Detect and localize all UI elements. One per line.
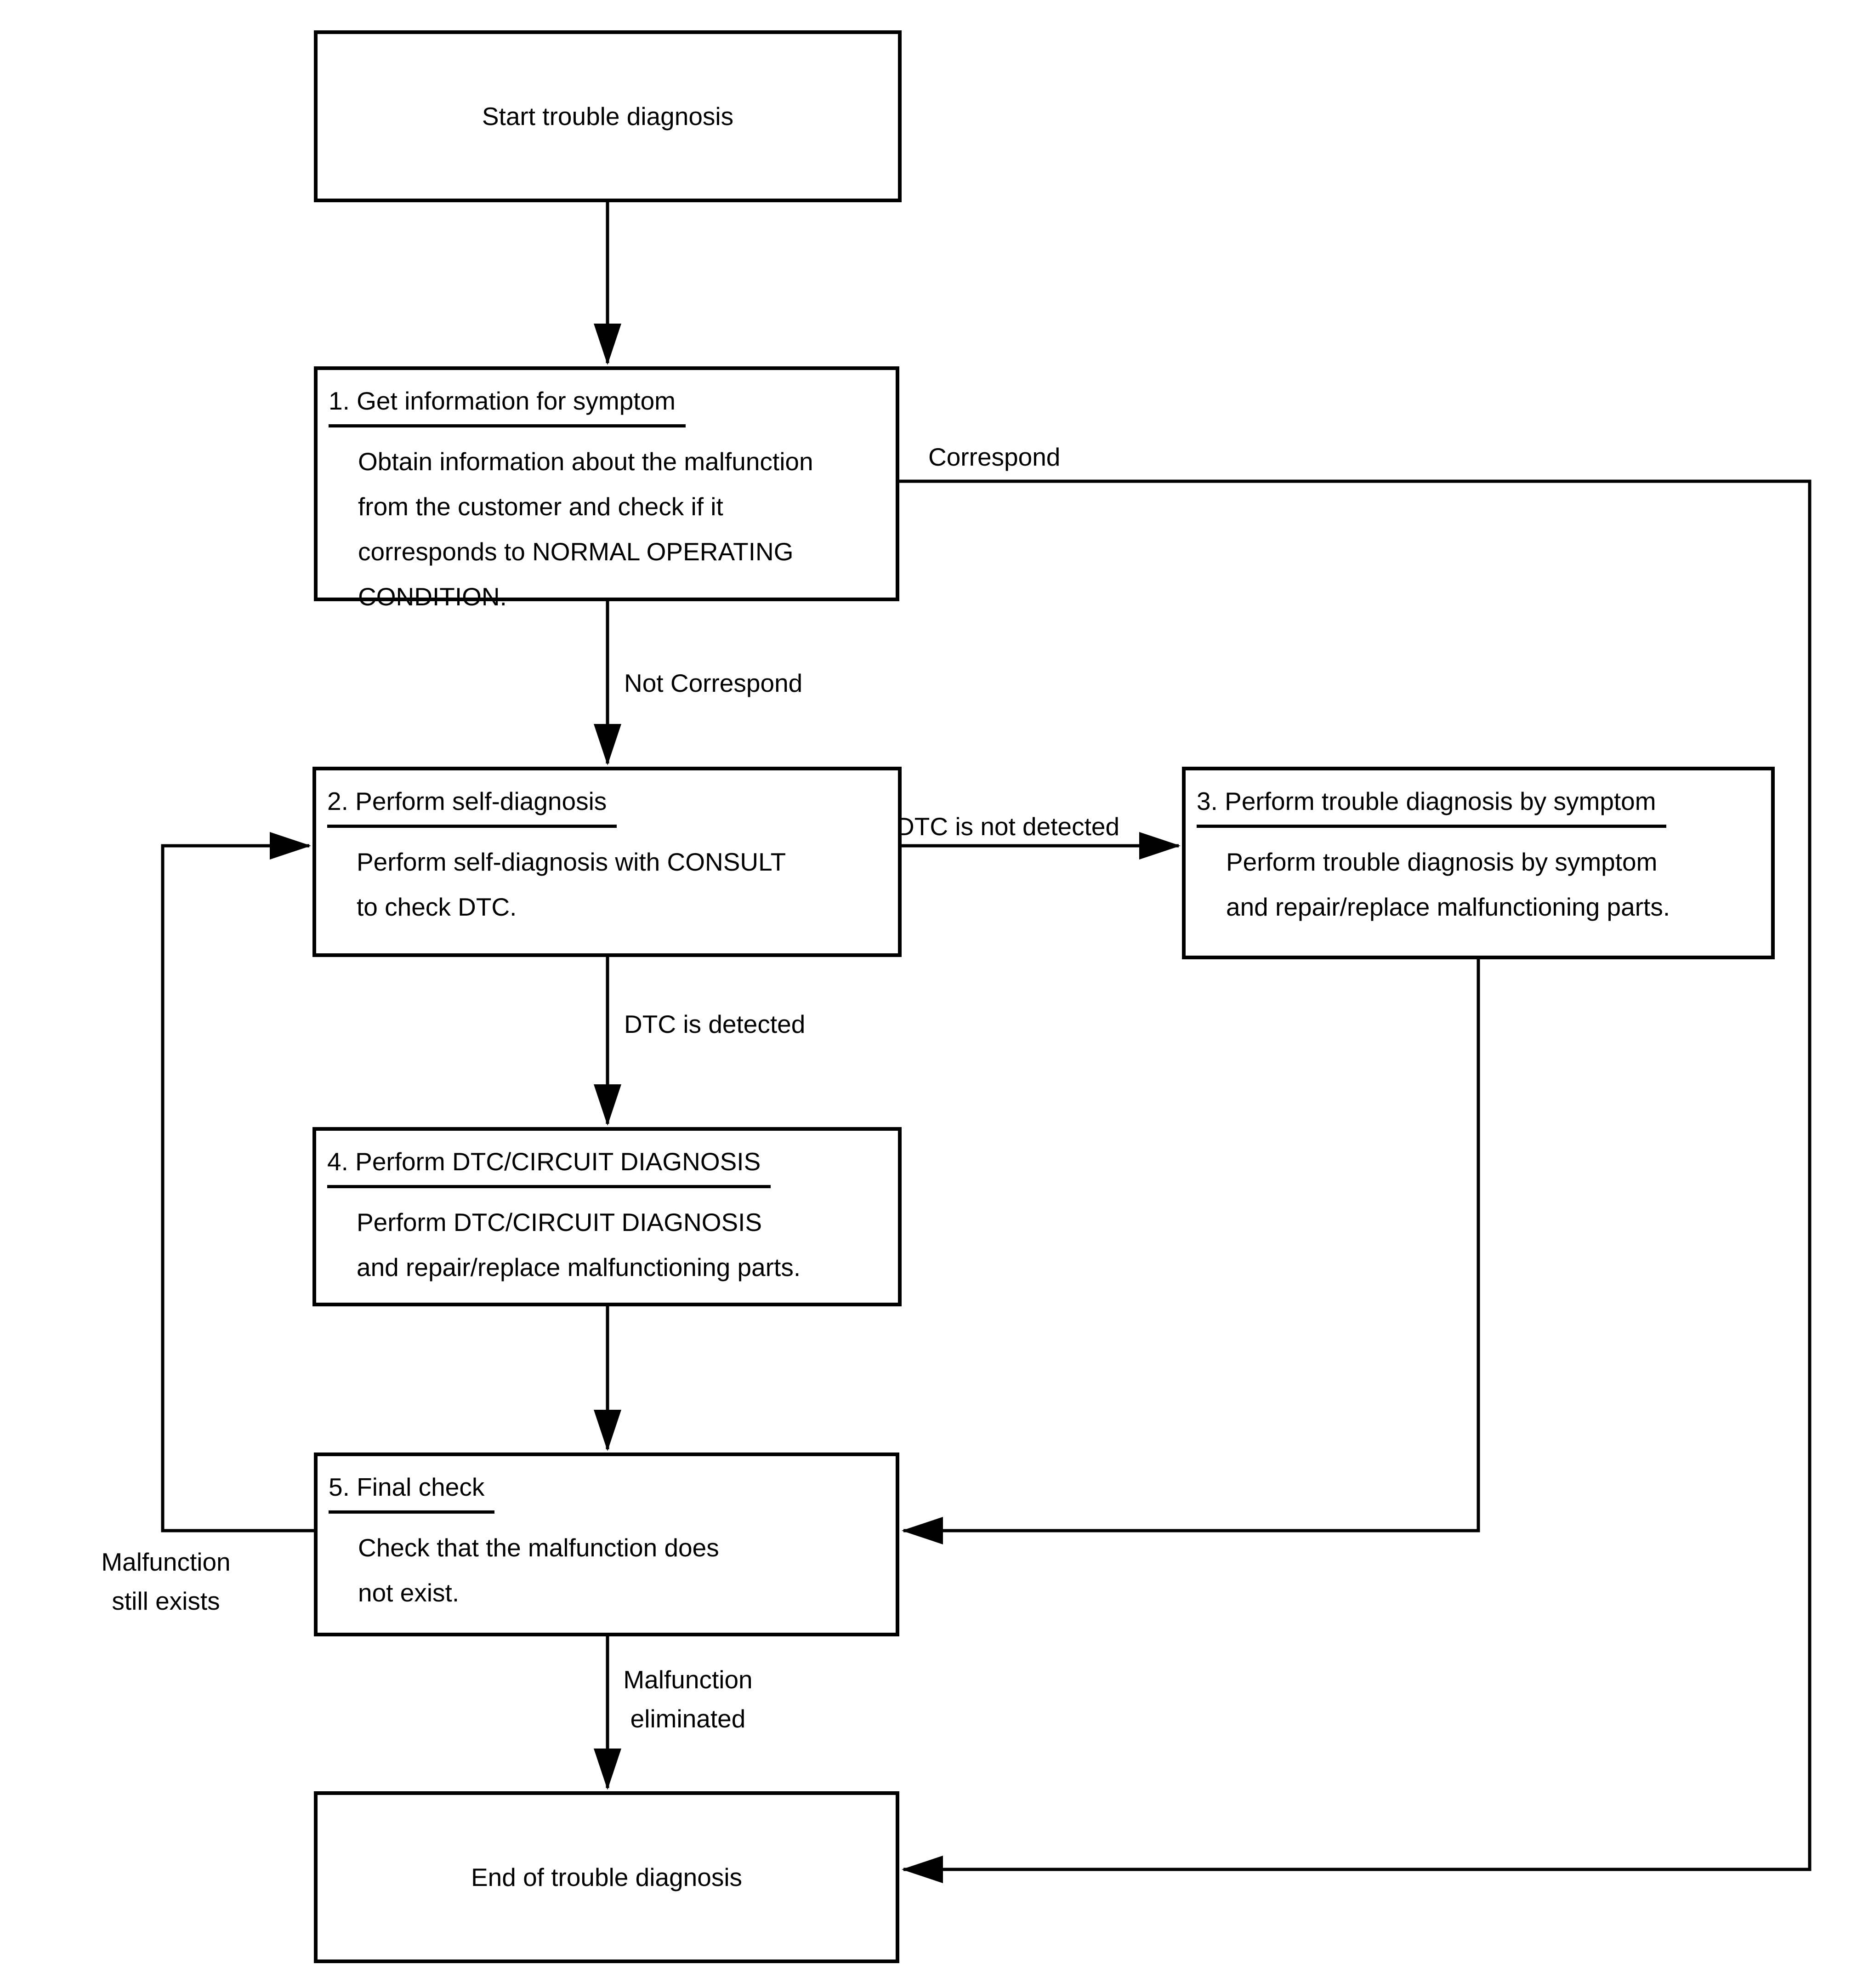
node-step3-diagnosis-by-symptom: 3. Perform trouble diagnosis by symptom … (1182, 767, 1775, 959)
node-step4-heading-text: 4. Perform DTC/CIRCUIT DIAGNOSIS (327, 1146, 771, 1188)
node-step5-body: Check that the malfunction does not exis… (358, 1533, 719, 1607)
node-start-label: Start trouble diagnosis (482, 102, 734, 131)
edge-label-malfunction-still-exists: Malfunction still exists (101, 1548, 231, 1616)
node-step2-body: Perform self-diagnosis with CONSULT to c… (357, 848, 786, 921)
edge-step3-to-step5 (902, 959, 1480, 1544)
edge-label-dtc-not-detected: DTC is not detected (896, 812, 1120, 841)
node-step1-heading-text: 1. Get information for symptom (329, 386, 686, 427)
node-step3-heading-text: 3. Perform trouble diagnosis by symptom (1197, 786, 1666, 828)
node-step3-heading: 3. Perform trouble diagnosis by symptom (1197, 786, 1771, 828)
edge-label-malfunction-eliminated: Malfunction eliminated (623, 1665, 753, 1733)
node-step4-dtc-circuit-diagnosis: 4. Perform DTC/CIRCUIT DIAGNOSIS Perform… (312, 1127, 902, 1306)
node-end-label: End of trouble diagnosis (471, 1863, 743, 1891)
node-start: Start trouble diagnosis (314, 30, 902, 202)
edge-step1-to-end-correspond (899, 479, 1812, 1883)
node-step4-heading: 4. Perform DTC/CIRCUIT DIAGNOSIS (327, 1146, 898, 1188)
node-step2-heading-text: 2. Perform self-diagnosis (327, 786, 617, 828)
edge-label-dtc-detected: DTC is detected (624, 1010, 806, 1038)
node-step4-body: Perform DTC/CIRCUIT DIAGNOSIS and repair… (357, 1208, 801, 1282)
node-step1-get-information: 1. Get information for symptom Obtain in… (314, 366, 899, 611)
node-end: End of trouble diagnosis (314, 1791, 899, 1963)
node-step5-final-check: 5. Final check Check that the malfunctio… (314, 1453, 899, 1636)
edge-label-not-correspond: Not Correspond (624, 669, 803, 697)
node-step3-body: Perform trouble diagnosis by symptom and… (1226, 848, 1670, 921)
node-step2-heading: 2. Perform self-diagnosis (327, 786, 898, 828)
node-step5-heading: 5. Final check (329, 1472, 896, 1514)
node-step2-self-diagnosis: 2. Perform self-diagnosis Perform self-d… (312, 767, 902, 957)
node-step1-heading: 1. Get information for symptom (329, 386, 896, 427)
edge-step5-to-step2-malfunction-still-exists (161, 832, 314, 1532)
node-step1-body: Obtain information about the malfunction… (358, 447, 813, 611)
edge-label-correspond: Correspond (928, 443, 1061, 471)
node-step5-heading-text: 5. Final check (329, 1472, 495, 1514)
